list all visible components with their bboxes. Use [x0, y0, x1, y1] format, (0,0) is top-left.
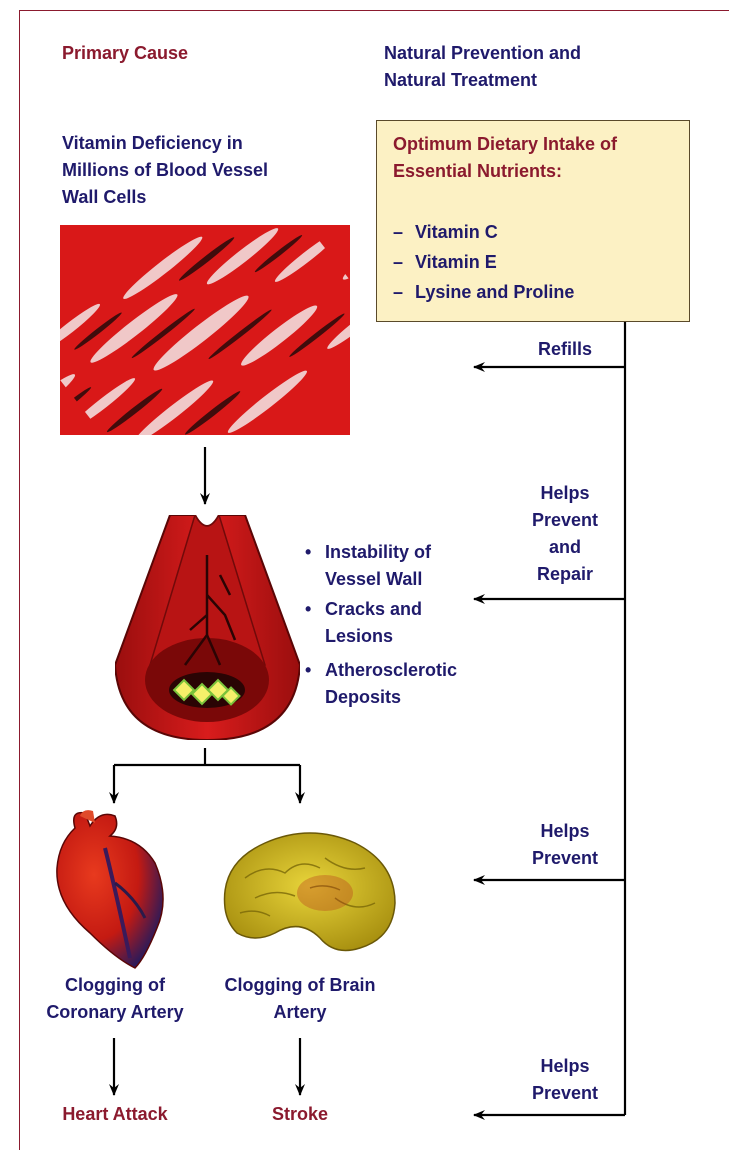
label-line: Prevent	[510, 1080, 620, 1107]
brain-clogging-caption: Clogging of Brain Artery	[205, 972, 395, 1026]
caption-line: Clogging of	[30, 972, 200, 999]
bullet-line: Vessel Wall	[325, 569, 422, 589]
heart-attack-label: Heart Attack	[40, 1101, 190, 1128]
coronary-clogging-caption: Clogging of Coronary Artery	[30, 972, 200, 1026]
prevent-label-2: Helps Prevent	[510, 1053, 620, 1107]
stroke-label: Stroke	[240, 1101, 360, 1128]
bullet-line: Lesions	[325, 626, 393, 646]
bullet-line: Cracks and	[325, 599, 422, 619]
bullet-icon: •	[305, 657, 311, 684]
label-line: Prevent	[510, 507, 620, 534]
refills-label: Refills	[510, 336, 620, 363]
bullet-line: Instability of	[325, 542, 431, 562]
label-line: Prevent	[510, 845, 620, 872]
bullet-line: Atherosclerotic	[325, 660, 457, 680]
prevent-repair-label: Helps Prevent and Repair	[510, 480, 620, 588]
bullet-icon: •	[305, 596, 311, 623]
bullet-line: Deposits	[325, 687, 401, 707]
caption-line: Coronary Artery	[30, 999, 200, 1026]
label-line: Helps	[510, 1053, 620, 1080]
label-line: Helps	[510, 480, 620, 507]
bullet-icon: •	[305, 539, 311, 566]
caption-line: Clogging of Brain	[205, 972, 395, 999]
prevent-label-1: Helps Prevent	[510, 818, 620, 872]
bullet-instability: • Instability of Vessel Wall	[305, 539, 480, 593]
caption-line: Artery	[205, 999, 395, 1026]
label-line: Repair	[510, 561, 620, 588]
label-line: and	[510, 534, 620, 561]
label-line: Helps	[510, 818, 620, 845]
